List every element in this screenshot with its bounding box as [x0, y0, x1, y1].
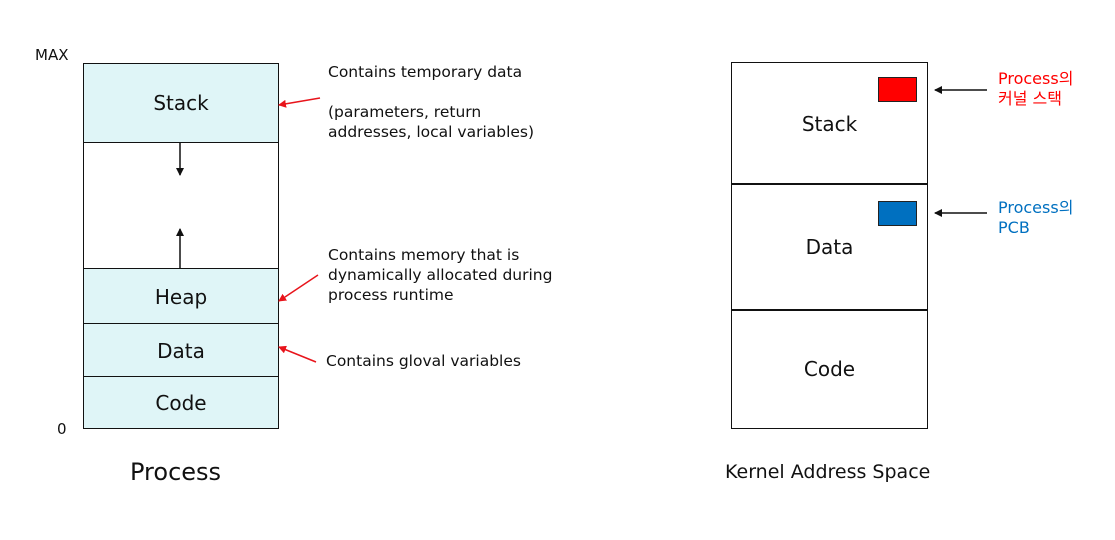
kernel-stack-label: Stack [801, 111, 858, 136]
process-code-label: Code [155, 390, 207, 415]
kernel-title: Kernel Address Space [725, 461, 931, 483]
kernel-code-label: Code [803, 357, 856, 381]
kernel-stack-caption: Process의 커널 스택 [998, 69, 1073, 109]
process-heap-label: Heap [154, 284, 208, 309]
process-code-segment: Code [83, 376, 279, 429]
process-stack-segment: Stack [83, 63, 279, 143]
kernel-stack-caption-line: 커널 스택 [998, 89, 1062, 108]
kernel-code-segment: Code [731, 309, 928, 429]
axis-max-label: MAX [35, 46, 69, 64]
stack-annotation-arrow [278, 97, 321, 108]
stack-annotation-line: (parameters, return [328, 103, 482, 121]
process-title: Process [130, 458, 222, 486]
process-data-segment: Data [83, 323, 279, 378]
kernel-stack-marker [878, 77, 917, 102]
process-stack-label: Stack [153, 91, 209, 115]
process-free-space [83, 142, 279, 269]
stack-annotation-line: addresses, local variables) [328, 123, 535, 141]
pcb-caption-line: PCB [998, 218, 1030, 237]
axis-min-label: 0 [57, 420, 67, 438]
kernel-stack-segment: Stack [731, 62, 928, 185]
stack-annotation: Contains temporary data (parameters, ret… [328, 62, 534, 142]
heap-annotation-arrow [278, 274, 319, 302]
data-annotation-arrow [278, 345, 317, 363]
heap-annotation-line: dynamically allocated during [328, 266, 553, 284]
pcb-marker [878, 201, 917, 226]
pcb-caption: Process의 PCB [998, 198, 1073, 238]
heap-annotation-line: process runtime [328, 286, 454, 304]
data-annotation: Contains gloval variables [326, 351, 521, 371]
heap-annotation: Contains memory that is dynamically allo… [328, 245, 552, 305]
kernel-data-label: Data [805, 235, 854, 259]
pcb-caption-line: Process의 [998, 198, 1074, 217]
data-annotation-line: Contains gloval variables [326, 352, 521, 370]
process-data-label: Data [157, 338, 205, 363]
kernel-data-segment: Data [731, 183, 928, 311]
stack-annotation-line: Contains temporary data [328, 63, 523, 81]
heap-annotation-line: Contains memory that is [328, 246, 520, 264]
kernel-stack-caption-line: Process의 [998, 69, 1074, 88]
